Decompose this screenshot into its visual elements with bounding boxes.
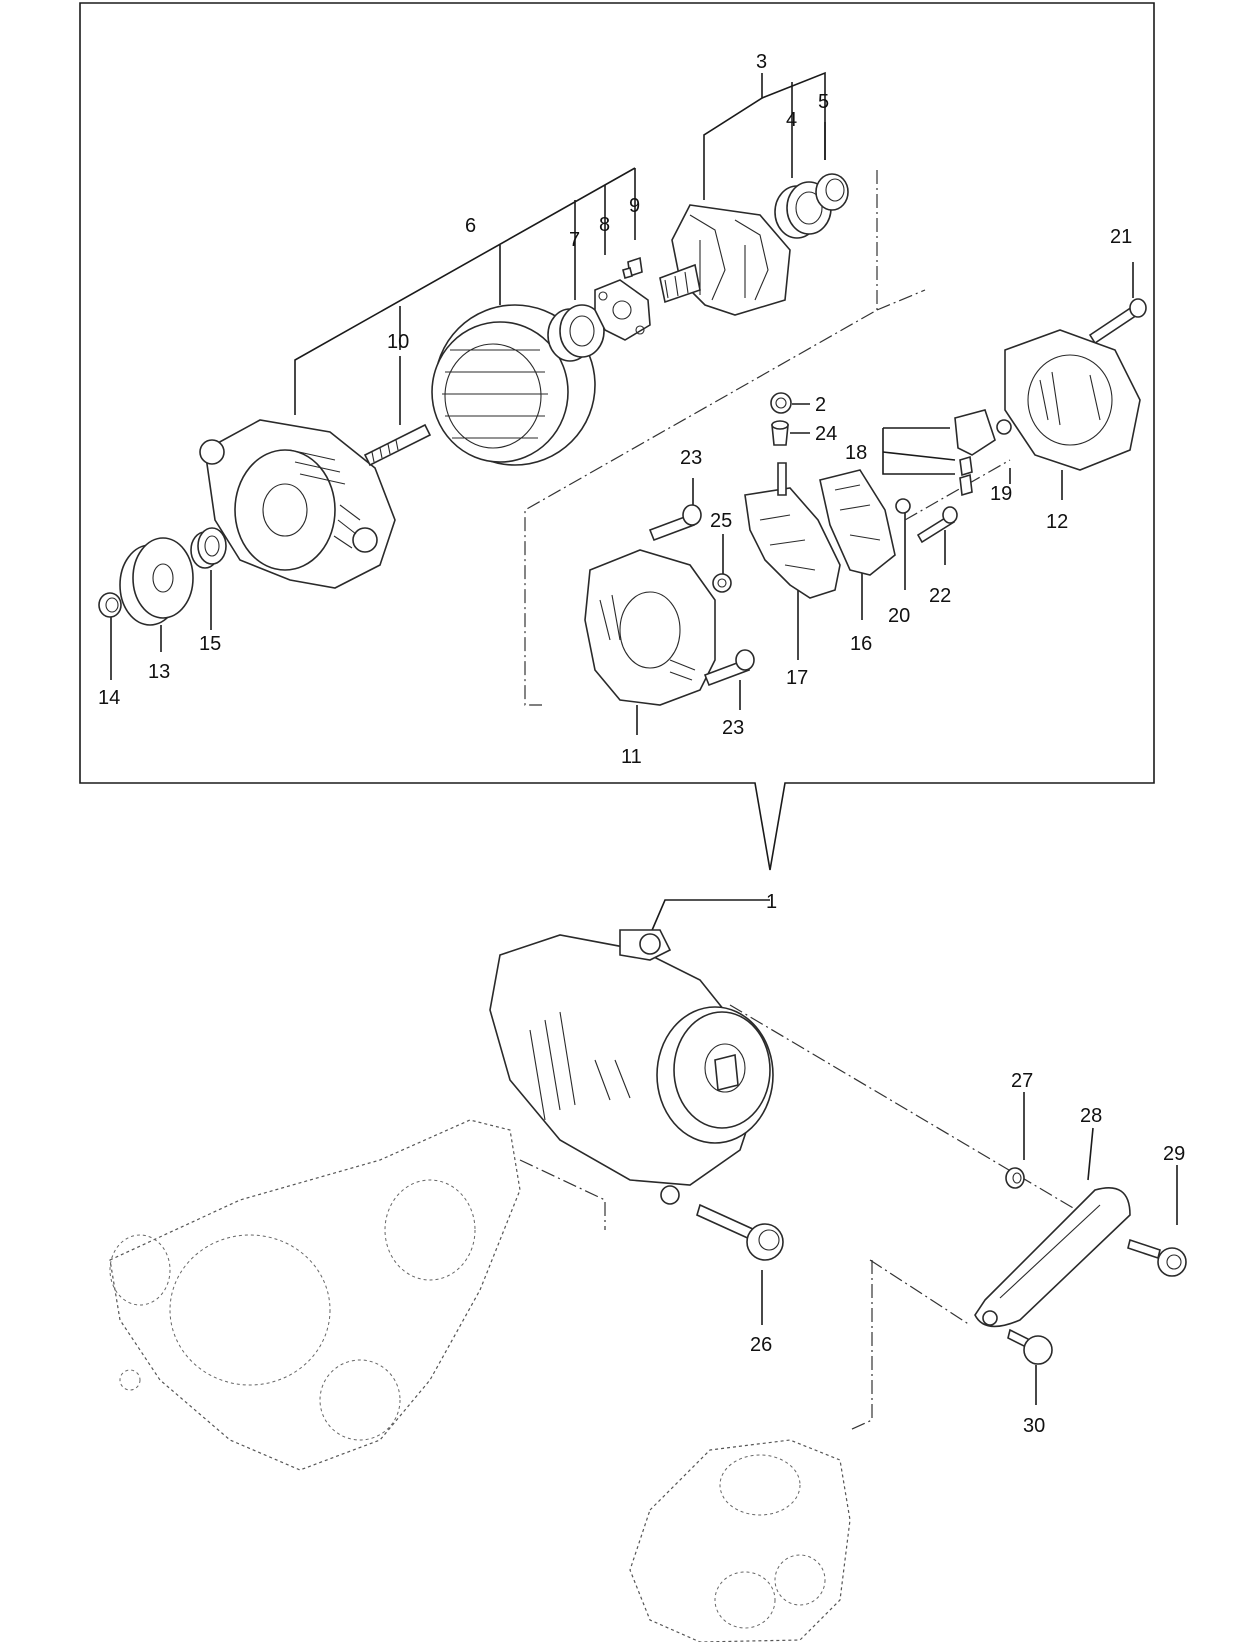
bolt-part-22 <box>916 506 958 544</box>
callout-6: 6 <box>465 215 476 237</box>
screw-part-9 <box>622 256 643 279</box>
brush-holder-part-18 <box>954 409 996 497</box>
front-frame-part <box>199 419 396 589</box>
exploded-view-frame <box>79 2 1155 871</box>
rear-frame-part-11 <box>584 549 716 706</box>
water-pump-ghost <box>629 1439 851 1642</box>
ring-part-5 <box>815 173 849 211</box>
nut-part-14 <box>98 592 122 618</box>
stator-part <box>431 304 596 466</box>
bolt-part-23-lower <box>703 649 755 687</box>
pulley-part-13 <box>119 537 194 626</box>
callout-22: 22 <box>929 585 951 607</box>
callout-16: 16 <box>850 633 872 655</box>
assembly-center-lines <box>519 170 1086 1431</box>
assembled-alternator <box>489 929 774 1205</box>
spacer-part-15 <box>190 527 227 569</box>
callout-12: 12 <box>1046 511 1068 533</box>
callout-26: 26 <box>750 1334 772 1356</box>
retainer-plate-part-8 <box>594 279 651 341</box>
callout-20: 20 <box>888 605 910 627</box>
callout-3: 3 <box>756 51 767 73</box>
callout-25: 25 <box>710 510 732 532</box>
regulator-part-16 <box>819 469 896 576</box>
bolt-part-29 <box>1127 1238 1187 1277</box>
callout-4: 4 <box>786 109 797 131</box>
screw-part-20 <box>895 498 911 514</box>
bracket-part-28 <box>974 1187 1131 1328</box>
callout-2: 2 <box>815 394 826 416</box>
callout-labels: 3 4 5 9 8 7 6 21 10 2 24 18 23 19 12 25 … <box>98 51 1185 1437</box>
rear-cover-part-12 <box>1004 329 1141 471</box>
callout-30: 30 <box>1023 1415 1045 1437</box>
callout-7: 7 <box>569 229 580 251</box>
callout-10: 10 <box>387 331 409 353</box>
bushing-part-24 <box>771 420 789 446</box>
screw-part-19 <box>996 419 1012 435</box>
callout-27: 27 <box>1011 1070 1033 1092</box>
bolt-part-30 <box>1007 1328 1053 1365</box>
engine-timing-cover-ghost <box>109 1119 521 1471</box>
spacer-part-27 <box>1005 1167 1025 1189</box>
bearing-part-7 <box>547 304 605 362</box>
callout-19: 19 <box>990 483 1012 505</box>
callout-24: 24 <box>815 423 837 445</box>
callout-11: 11 <box>621 746 642 768</box>
callout-9: 9 <box>629 195 640 217</box>
leader-lines-top <box>110 71 1178 1405</box>
callout-17: 17 <box>786 667 808 689</box>
rotor-part <box>659 204 791 316</box>
stud-bolt-part-10 <box>363 423 432 467</box>
callout-21: 21 <box>1110 226 1132 248</box>
callout-8: 8 <box>599 214 610 236</box>
callout-1: 1 <box>766 891 777 913</box>
callout-13: 13 <box>148 661 170 683</box>
callout-14: 14 <box>98 687 120 709</box>
callout-18: 18 <box>845 442 867 464</box>
bolt-part-23-upper <box>648 504 702 542</box>
callout-29: 29 <box>1163 1143 1185 1165</box>
callout-23b: 23 <box>722 717 744 739</box>
callout-15: 15 <box>199 633 221 655</box>
nut-part-25 <box>712 573 732 593</box>
bolt-part-21 <box>1088 298 1147 345</box>
callout-5: 5 <box>818 91 829 113</box>
callout-23a: 23 <box>680 447 702 469</box>
bolt-part-26 <box>696 1203 784 1261</box>
nut-part-2 <box>770 392 792 414</box>
callout-28: 28 <box>1080 1105 1102 1127</box>
rectifier-part-17 <box>744 462 841 599</box>
